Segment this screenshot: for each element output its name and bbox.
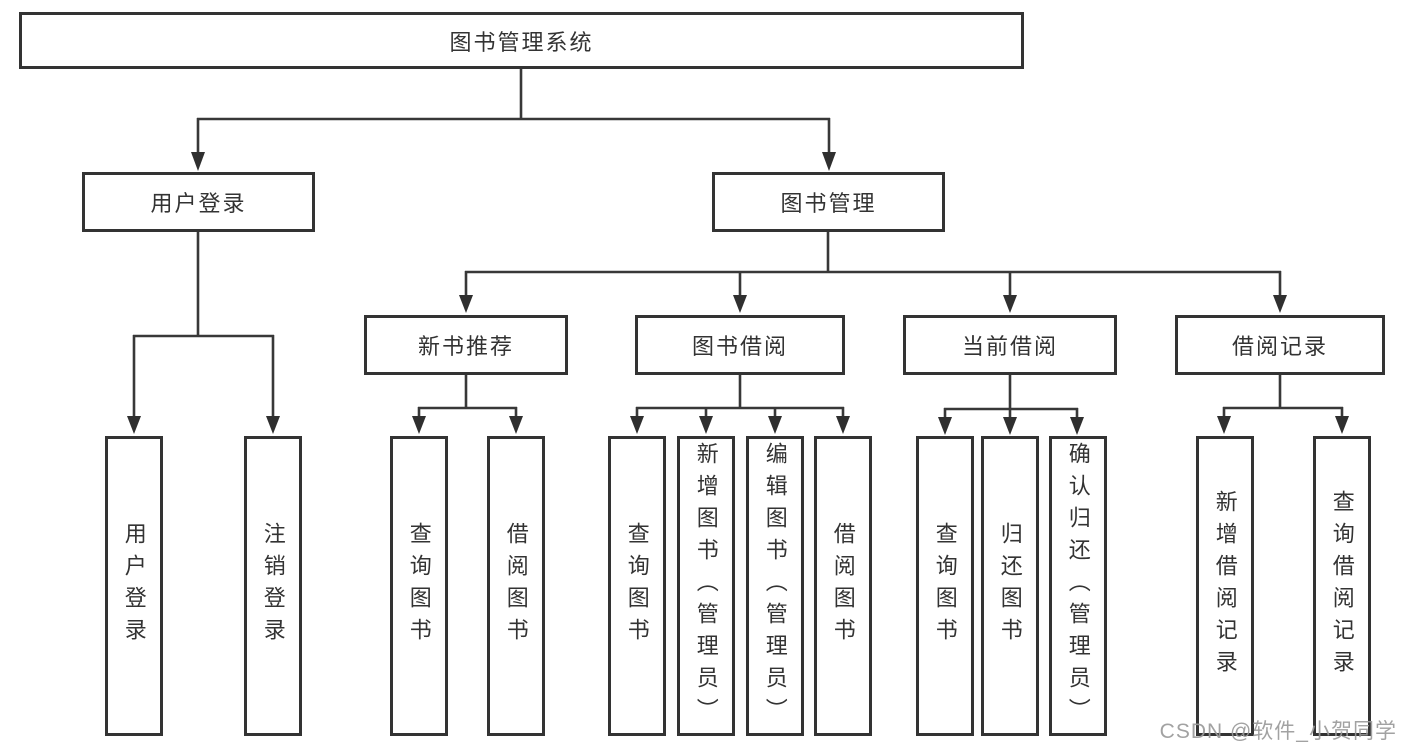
leaf-cb-return-books: 归还图书 (981, 436, 1039, 736)
leaf-cb-return-books-label: 归还图书 (997, 522, 1023, 650)
leaf-bb-add-books-admin-label: 新增图书（管理员） (693, 442, 719, 730)
leaf-bb-borrow-books-label: 借阅图书 (830, 522, 856, 650)
leaf-nb-query-books-label: 查询图书 (406, 522, 432, 650)
node-root-label: 图书管理系统 (449, 29, 594, 55)
csdn-watermark: CSDN @软件_小贺同学 (1159, 720, 1397, 743)
node-user-login-label: 用户登录 (150, 191, 247, 216)
node-root-system: 图书管理系统 (19, 12, 1024, 69)
node-borrow-record: 借阅记录 (1175, 315, 1385, 375)
node-current-borrow: 当前借阅 (903, 315, 1117, 375)
node-new-book-recommend-label: 新书推荐 (417, 334, 514, 359)
node-book-borrow-label: 图书借阅 (691, 334, 788, 359)
leaf-nb-borrow-books: 借阅图书 (487, 436, 545, 736)
leaf-br-add-record: 新增借阅记录 (1196, 436, 1254, 736)
leaf-bb-query-books-label: 查询图书 (624, 522, 650, 650)
node-borrow-record-label: 借阅记录 (1231, 334, 1328, 359)
node-new-book-recommend: 新书推荐 (364, 315, 568, 375)
leaf-br-add-record-label: 新增借阅记录 (1212, 490, 1238, 682)
node-user-login: 用户登录 (82, 172, 315, 232)
leaf-br-query-record: 查询借阅记录 (1313, 436, 1371, 736)
leaf-bb-borrow-books: 借阅图书 (814, 436, 872, 736)
leaf-cb-confirm-return-admin-label: 确认归还（管理员） (1065, 442, 1091, 730)
leaf-logout: 注销登录 (244, 436, 302, 736)
leaf-cb-query-books-label: 查询图书 (932, 522, 958, 650)
node-current-borrow-label: 当前借阅 (961, 334, 1058, 359)
leaf-bb-query-books: 查询图书 (608, 436, 666, 736)
leaf-user-login-label: 用户登录 (121, 522, 147, 650)
leaf-bb-add-books-admin: 新增图书（管理员） (677, 436, 735, 736)
node-book-borrow: 图书借阅 (635, 315, 845, 375)
leaf-user-login: 用户登录 (105, 436, 163, 736)
node-book-management: 图书管理 (712, 172, 945, 232)
leaf-logout-label: 注销登录 (260, 522, 286, 650)
leaf-bb-edit-books-admin: 编辑图书（管理员） (746, 436, 804, 736)
leaf-cb-query-books: 查询图书 (916, 436, 974, 736)
node-book-management-label: 图书管理 (780, 191, 877, 216)
leaf-cb-confirm-return-admin: 确认归还（管理员） (1049, 436, 1107, 736)
leaf-br-query-record-label: 查询借阅记录 (1329, 490, 1355, 682)
leaf-bb-edit-books-admin-label: 编辑图书（管理员） (762, 442, 788, 730)
leaf-nb-borrow-books-label: 借阅图书 (503, 522, 529, 650)
leaf-nb-query-books: 查询图书 (390, 436, 448, 736)
